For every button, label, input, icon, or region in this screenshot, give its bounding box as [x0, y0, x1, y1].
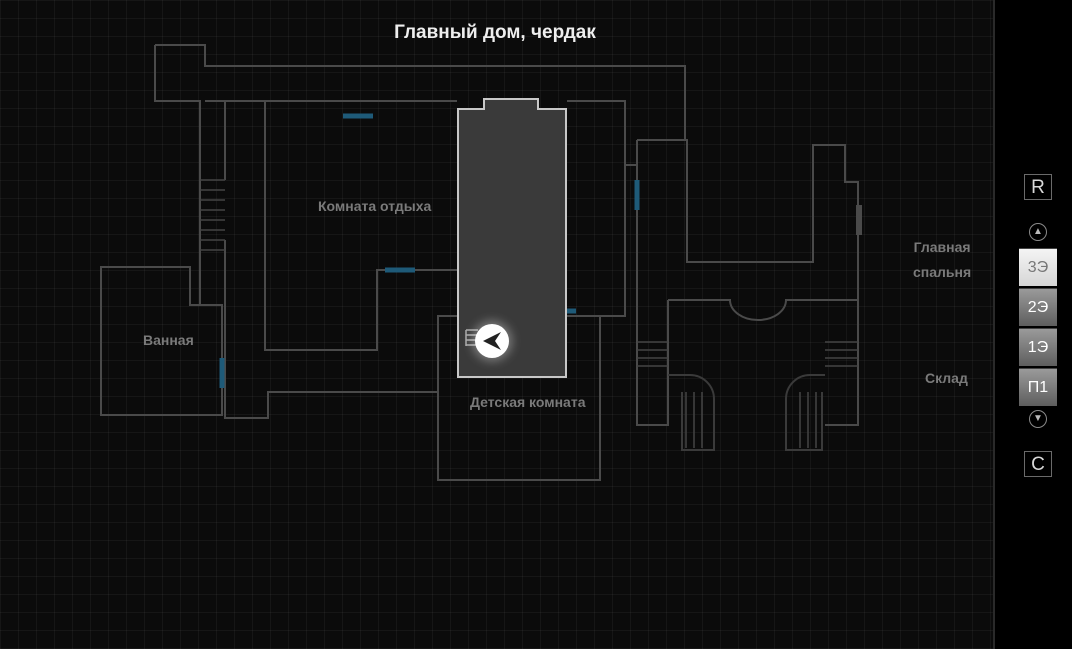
wall-corridor-inner-right [567, 100, 637, 166]
wall-stair-left [668, 374, 715, 451]
wall-right-mid [668, 299, 859, 426]
stairs-left-wing [200, 179, 225, 251]
c-button[interactable]: C [1024, 451, 1052, 477]
wall-right-upper [637, 139, 859, 300]
wall-kids-connect [567, 140, 626, 317]
floor-button-1[interactable]: 1Э [1019, 328, 1057, 366]
wall-right-left [636, 140, 669, 426]
room-label-kids-room: Детская комната [470, 394, 586, 410]
room-label-master-bedroom-line2: спальня [913, 264, 972, 280]
floor-button-b1[interactable]: П1 [1019, 368, 1057, 406]
chevron-up-icon[interactable]: ▲ [1029, 223, 1047, 241]
wall-bathroom [100, 266, 223, 416]
floor-plan [100, 44, 862, 481]
wall-left-corridor [224, 101, 437, 419]
floor-button-2[interactable]: 2Э [1019, 288, 1057, 326]
wall-stair-right [785, 374, 825, 451]
room-label-master-bedroom-line1: Главная [913, 239, 971, 255]
room-label-bathroom: Ванная [143, 332, 194, 348]
r-button[interactable]: R [1024, 174, 1052, 200]
wall-rest-room [264, 101, 457, 351]
map-title: Главный дом, чердак [394, 22, 596, 43]
room-label-master-bedroom: Главная спальня [913, 235, 971, 285]
chevron-down-icon[interactable]: ▼ [1029, 410, 1047, 428]
room-label-storage: Склад [925, 370, 968, 386]
stairs-right-wing-right [799, 341, 858, 448]
room-label-rest-room: Комната отдыха [318, 198, 432, 214]
floor-button-3[interactable]: 3Э [1019, 248, 1057, 286]
stairs-right-wing-left [637, 341, 703, 448]
player-marker [475, 324, 509, 358]
wall-top-left [154, 45, 201, 305]
wall-top-corridor [155, 44, 686, 140]
player-arrow-icon [483, 332, 501, 350]
current-room-attic [457, 98, 567, 378]
sidebar-divider [993, 0, 995, 649]
map-area[interactable]: Главный дом, чердак Комната отдыха Ванна… [0, 0, 993, 649]
